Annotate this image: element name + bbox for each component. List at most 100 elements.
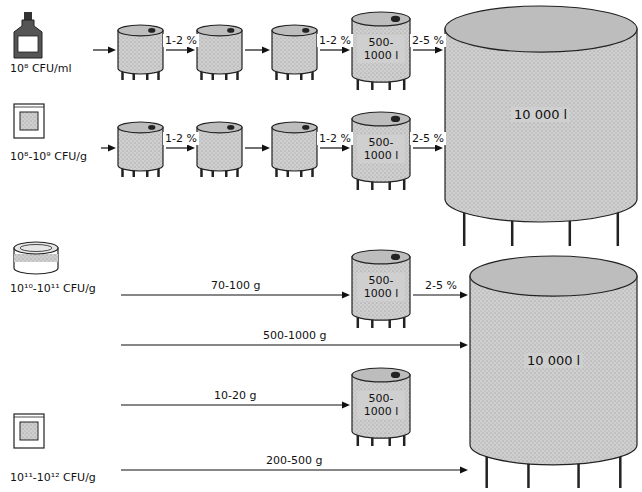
starter-culture: 10¹¹-10¹² CFU/g: [6, 380, 118, 490]
tank-vessel: 500- 1000 l: [352, 368, 410, 446]
dose-label: 1-2 %: [317, 132, 353, 145]
flow-arrow: [121, 467, 468, 474]
tank-vessel: 10 000 l: [470, 256, 637, 488]
starter-culture: 10⁸-10⁹ CFU/g: [6, 100, 98, 172]
tank-lid: [302, 28, 309, 33]
tank-vessel: [197, 25, 242, 80]
arrow-head: [187, 47, 195, 54]
arrow-head: [342, 145, 350, 152]
arrow-head: [342, 47, 350, 54]
dose-label: 1-2 %: [163, 132, 199, 145]
pack-icon: [6, 238, 118, 353]
tank-body: [352, 119, 410, 182]
dose-label: 500-1000 g: [261, 329, 328, 342]
arrow-head: [187, 145, 195, 152]
tank-top: [352, 12, 410, 26]
cell-count-label: 10¹⁰-10¹¹ CFU/g: [10, 282, 96, 295]
tank-vessel: [272, 25, 317, 80]
can-band: [14, 254, 58, 262]
tank-body: [118, 127, 163, 171]
tank-top: [352, 250, 410, 264]
tank-drawing: [445, 6, 637, 246]
tank-drawing: [272, 25, 317, 80]
arrow-head: [435, 145, 443, 152]
dose-label: 1-2 %: [317, 34, 353, 47]
arrow-line: [166, 49, 188, 50]
tank-lid: [227, 125, 234, 130]
tank-lid: [148, 125, 155, 130]
arrow-head: [435, 47, 443, 54]
culture-pack-icon: [14, 242, 58, 274]
cell-count-label: 10⁸-10⁹ CFU/g: [10, 150, 87, 163]
tank-body: [352, 19, 410, 82]
arrow-head: [460, 292, 468, 299]
tank-outline: [272, 25, 317, 80]
tank-top: [272, 122, 317, 133]
arrow-line: [245, 49, 263, 50]
tank-vessel: 10 000 l: [445, 6, 637, 246]
arrow-head: [108, 145, 116, 152]
tank-lid: [391, 116, 400, 122]
volume-label: 500- 1000 l: [357, 391, 405, 419]
sachet-window: [20, 112, 38, 130]
tank-outline: [272, 122, 317, 177]
arrow-line: [413, 294, 461, 295]
volume-label: 500- 1000 l: [357, 273, 405, 301]
tank-body: [445, 29, 637, 222]
tank-top: [470, 256, 637, 296]
tank-body: [272, 30, 317, 74]
sachet-window: [20, 422, 38, 440]
dose-label: 10-20 g: [212, 389, 258, 402]
tank-outline: [118, 122, 163, 177]
arrow-head: [262, 47, 270, 54]
tank-body: [197, 30, 242, 74]
tank-outline: [197, 122, 242, 177]
bottle-cap: [24, 12, 32, 20]
tank-outline: [470, 256, 637, 488]
arrow-line: [320, 147, 343, 148]
culture-pack-icon: [14, 104, 44, 138]
tank-body: [197, 127, 242, 171]
tank-drawing: [118, 122, 163, 177]
arrow-head: [108, 47, 116, 54]
tank-drawing: [470, 256, 637, 488]
tank-lid: [391, 372, 400, 378]
arrow-line: [121, 294, 343, 295]
tank-lid: [391, 16, 400, 22]
volume-label: 500- 1000 l: [357, 35, 405, 63]
tank-vessel: [197, 122, 242, 177]
flow-arrow: [320, 145, 350, 152]
tank-top: [272, 25, 317, 36]
sachet-seal: [14, 107, 44, 108]
flow-arrow: [101, 145, 116, 152]
cell-count-label: 10⁸ CFU/ml: [10, 62, 71, 75]
tank-drawing: [352, 250, 410, 328]
tank-drawing: [352, 12, 410, 90]
arrow-line: [413, 147, 436, 148]
cell-count-label: 10¹¹-10¹² CFU/g: [10, 471, 96, 484]
tank-vessel: [118, 25, 163, 80]
volume-label: 10 000 l: [511, 107, 570, 122]
arrow-head: [460, 467, 468, 474]
tank-vessel: 500- 1000 l: [352, 112, 410, 190]
dose-label: 2-5 %: [423, 279, 459, 292]
volume-label: 500- 1000 l: [357, 135, 405, 163]
dose-label: 200-500 g: [264, 454, 324, 467]
flow-arrow: [413, 47, 443, 54]
flow-arrow: [166, 145, 195, 152]
arrow-head: [262, 145, 270, 152]
tank-lid: [227, 28, 234, 33]
tank-top: [445, 6, 637, 52]
tank-body: [352, 375, 410, 438]
tank-outline: [197, 25, 242, 80]
tank-drawing: [352, 368, 410, 446]
flow-arrow: [93, 47, 116, 54]
arrow-line: [121, 404, 343, 405]
starter-culture: 10¹⁰-10¹¹ CFU/g: [6, 238, 118, 353]
arrow-line: [101, 147, 109, 148]
dose-label: 2-5 %: [410, 132, 446, 145]
tank-outline: [445, 6, 637, 246]
dose-label: 70-100 g: [209, 279, 262, 292]
arrow-line: [93, 49, 109, 50]
